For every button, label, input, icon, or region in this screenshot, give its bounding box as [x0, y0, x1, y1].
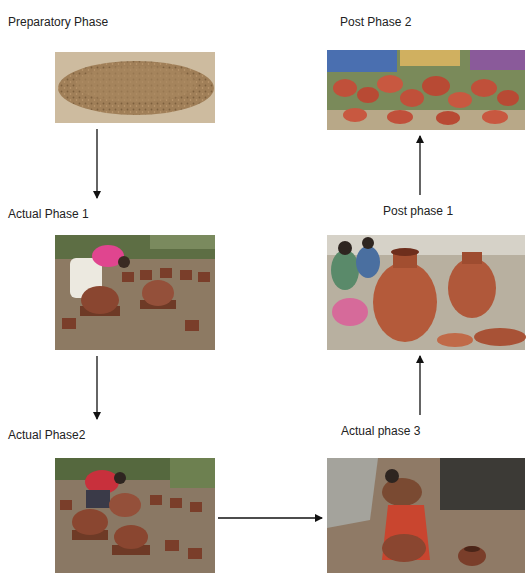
- photo-shape: [437, 333, 473, 347]
- photo-shape: [142, 280, 174, 306]
- photo-shape: [382, 534, 426, 562]
- photo-shape: [55, 458, 215, 573]
- clay-heap-photo: [55, 52, 215, 123]
- flow-arrow: [419, 356, 420, 415]
- phase-node: Actual Phase 1: [8, 204, 215, 350]
- pots-display-photo: [327, 50, 525, 130]
- photo-shape: [356, 246, 380, 278]
- photo-shape: [150, 495, 162, 505]
- photo-shape: [448, 92, 472, 108]
- phase-node: Actual phase 3: [327, 421, 525, 573]
- photo-shape: [72, 509, 108, 535]
- photo-shape: [122, 272, 134, 282]
- photo-shape: [400, 89, 424, 107]
- photo-shape: [338, 241, 352, 255]
- photo-shape: [327, 458, 525, 573]
- photo-shape: [327, 235, 525, 255]
- photo-shape: [373, 262, 437, 342]
- phase-node: Post phase 1: [327, 201, 525, 350]
- photo-shape: [109, 493, 141, 517]
- photo-shape: [482, 110, 508, 124]
- photo-shape: [81, 286, 119, 314]
- photo-shape: [327, 458, 378, 528]
- flow-arrow: [419, 136, 420, 195]
- photo-shape: [185, 320, 199, 331]
- flow-arrow: [96, 356, 97, 419]
- photo-shape: [188, 548, 202, 559]
- pots-market-photo: [327, 235, 526, 350]
- photo-shape: [62, 318, 76, 329]
- photo-shape: [118, 256, 130, 268]
- photo-shape: [422, 76, 450, 96]
- phase-node: Actual Phase2: [8, 425, 215, 573]
- photo-shape: [400, 50, 460, 66]
- photo-shape: [190, 502, 202, 512]
- photo-shape: [464, 546, 480, 552]
- phase-heading: Post Phase 2: [340, 15, 411, 30]
- photo-shape: [448, 258, 496, 318]
- photo-shape: [327, 50, 525, 130]
- photo-shape: [357, 87, 379, 103]
- photo-shape: [391, 248, 419, 256]
- phase-heading: Actual Phase2: [8, 428, 85, 443]
- photo-shape: [86, 490, 110, 508]
- photo-shape: [462, 252, 482, 264]
- photo-shape: [436, 111, 460, 125]
- photo-shape: [362, 237, 374, 249]
- photo-shape: [160, 268, 172, 278]
- phase-heading: Actual Phase 1: [8, 207, 89, 222]
- photo-shape: [474, 328, 526, 346]
- photo-shape: [332, 298, 368, 326]
- photo-shape: [471, 79, 497, 97]
- photo-shape: [333, 79, 357, 97]
- photo-shape: [497, 90, 519, 106]
- photo-shape: [114, 472, 126, 484]
- photo-shape: [55, 52, 215, 123]
- photo-shape: [58, 61, 214, 115]
- photo-shape: [180, 270, 192, 280]
- phase-heading: Post phase 1: [383, 204, 453, 219]
- photo-shape: [198, 272, 210, 282]
- photo-shape: [170, 498, 182, 508]
- photo-shape: [382, 478, 422, 506]
- photo-shape: [150, 235, 215, 249]
- photo-shape: [327, 235, 525, 350]
- photo-shape: [114, 525, 148, 549]
- potter-photo-2: [55, 458, 215, 573]
- flow-arrow: [96, 129, 97, 198]
- phase-node: Preparatory Phase: [8, 12, 215, 123]
- phase-heading: Preparatory Phase: [8, 15, 108, 30]
- potter-photo-3: [327, 458, 525, 573]
- photo-shape: [327, 50, 397, 72]
- phase-heading: Actual phase 3: [341, 424, 420, 439]
- photo-shape: [76, 66, 196, 102]
- photo-shape: [385, 469, 399, 483]
- photo-shape: [440, 458, 525, 510]
- photo-shape: [377, 75, 403, 93]
- photo-shape: [458, 546, 486, 566]
- photo-shape: [470, 50, 525, 70]
- potter-photo-1: [55, 235, 215, 350]
- flow-arrow: [218, 517, 322, 518]
- photo-shape: [387, 110, 413, 124]
- photo-shape: [60, 500, 72, 510]
- photo-shape: [343, 108, 367, 122]
- photo-shape: [55, 235, 215, 350]
- photo-shape: [331, 250, 359, 290]
- photo-shape: [170, 458, 215, 488]
- photo-shape: [140, 270, 152, 280]
- phase-node: Post Phase 2: [327, 12, 525, 130]
- photo-shape: [165, 540, 179, 551]
- photo-shape: [55, 235, 215, 259]
